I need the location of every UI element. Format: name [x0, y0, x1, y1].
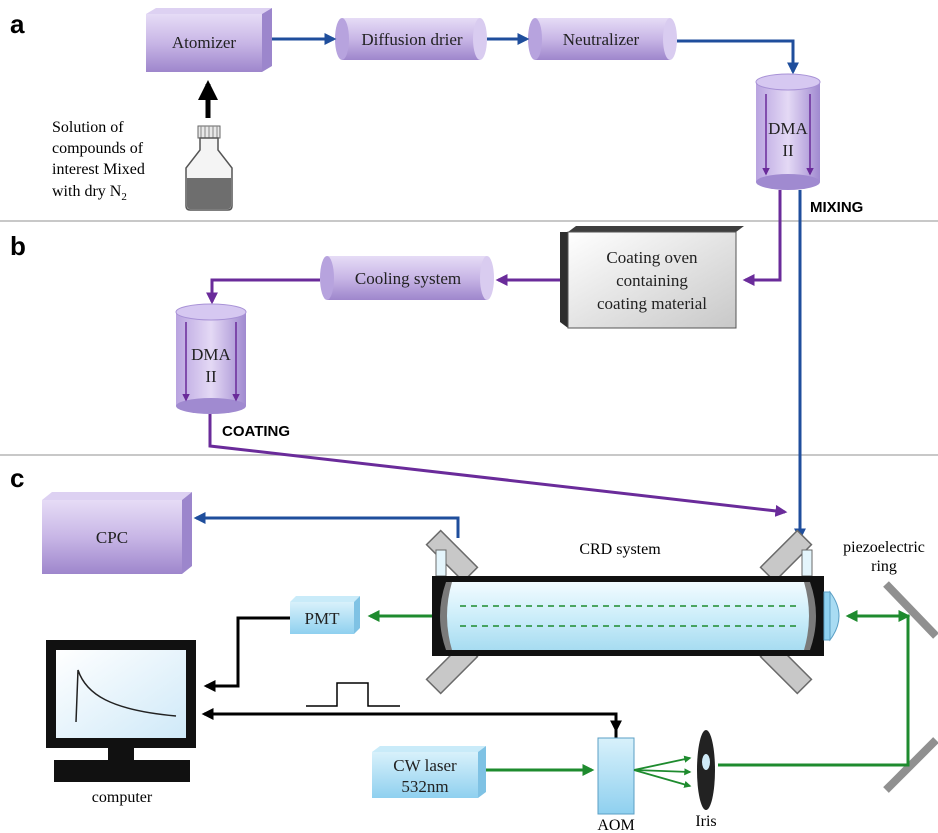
flow-arrow-neutralizer-dma [677, 39, 799, 75]
diffusion-drier-cylinder: Diffusion drier [335, 18, 487, 60]
signal-computer-to-aom [600, 712, 622, 733]
flow-arrow-dma-to-oven [742, 190, 782, 286]
dma-mixing-label-1: DMA [768, 119, 808, 138]
solution-subscript: 2 [121, 191, 127, 203]
pmt-label: PMT [305, 609, 341, 628]
atomizer-box: Atomizer [146, 8, 272, 72]
cpc-box: CPC [42, 492, 192, 574]
laser-beam-path [718, 610, 910, 767]
dma-coating-label-2: II [205, 367, 217, 386]
cw-laser-box: CW laser 532nm [372, 746, 486, 798]
aom-label: AOM [597, 817, 634, 833]
crd-left-post [435, 549, 447, 577]
cw-laser-label-2: 532nm [401, 777, 448, 796]
solution-line-4-main: with dry N [52, 183, 122, 200]
oven-line-3: coating material [597, 294, 707, 313]
oven-line-2: containing [616, 271, 688, 290]
piezoelectric-ring [823, 590, 840, 642]
cooling-system-cylinder: Cooling system [320, 256, 494, 300]
coating-oven-box: Coating oven containing coating material [560, 226, 744, 329]
dma-coating-label-1: DMA [191, 345, 231, 364]
piezo-label-1: piezoelectric [843, 539, 925, 556]
pulse-waveform [306, 682, 400, 707]
neutralizer-cylinder: Neutralizer [528, 18, 677, 60]
cooling-system-label: Cooling system [355, 269, 461, 288]
solution-line-1: Solution of [52, 119, 124, 136]
solution-line-2: compounds of [52, 140, 144, 157]
crd-system-label: CRD system [579, 541, 661, 558]
diffracted-beams [633, 755, 692, 788]
signal-pmt-to-computer [203, 616, 290, 692]
neutralizer-label: Neutralizer [563, 30, 640, 49]
piezo-label-2: ring [871, 558, 897, 575]
diffusion-drier-label: Diffusion drier [361, 30, 463, 49]
cpc-label: CPC [96, 528, 128, 547]
coating-label: COATING [222, 423, 290, 440]
iris-label: Iris [695, 813, 716, 830]
flow-arrow-crd-to-cpc [193, 512, 460, 538]
flow-arrow-cooling-dma [206, 278, 320, 305]
crd-right-post [801, 549, 813, 577]
mirror-bottom [883, 737, 938, 793]
crd-tube [432, 576, 824, 656]
pmt-box: PMT [290, 596, 360, 634]
solution-text: Solution of compounds of interest Mixed … [52, 119, 145, 203]
dma-mixing-column: DMA II [755, 73, 821, 190]
atomizer-label: Atomizer [172, 33, 237, 52]
panel-label-c: c [10, 463, 24, 493]
computer-icon [46, 640, 196, 782]
mixing-label: MIXING [810, 199, 863, 216]
iris-icon [697, 730, 715, 810]
flow-arrow-dma-to-crd [208, 414, 788, 517]
oven-line-1: Coating oven [606, 248, 698, 267]
solution-bottle-icon [185, 125, 233, 211]
computer-label: computer [92, 789, 153, 806]
solution-line-3: interest Mixed [52, 161, 145, 178]
panel-label-a: a [10, 9, 25, 39]
dma-mixing-label-2: II [782, 141, 794, 160]
panel-label-b: b [10, 231, 26, 261]
aom-crystal [597, 737, 635, 815]
solution-line-4: with dry N2 [52, 183, 127, 203]
signal-aom-to-computer [201, 708, 618, 738]
mirror-top [883, 581, 938, 639]
dma-coating-column: DMA II [175, 303, 247, 414]
cw-laser-label-1: CW laser [393, 756, 457, 775]
